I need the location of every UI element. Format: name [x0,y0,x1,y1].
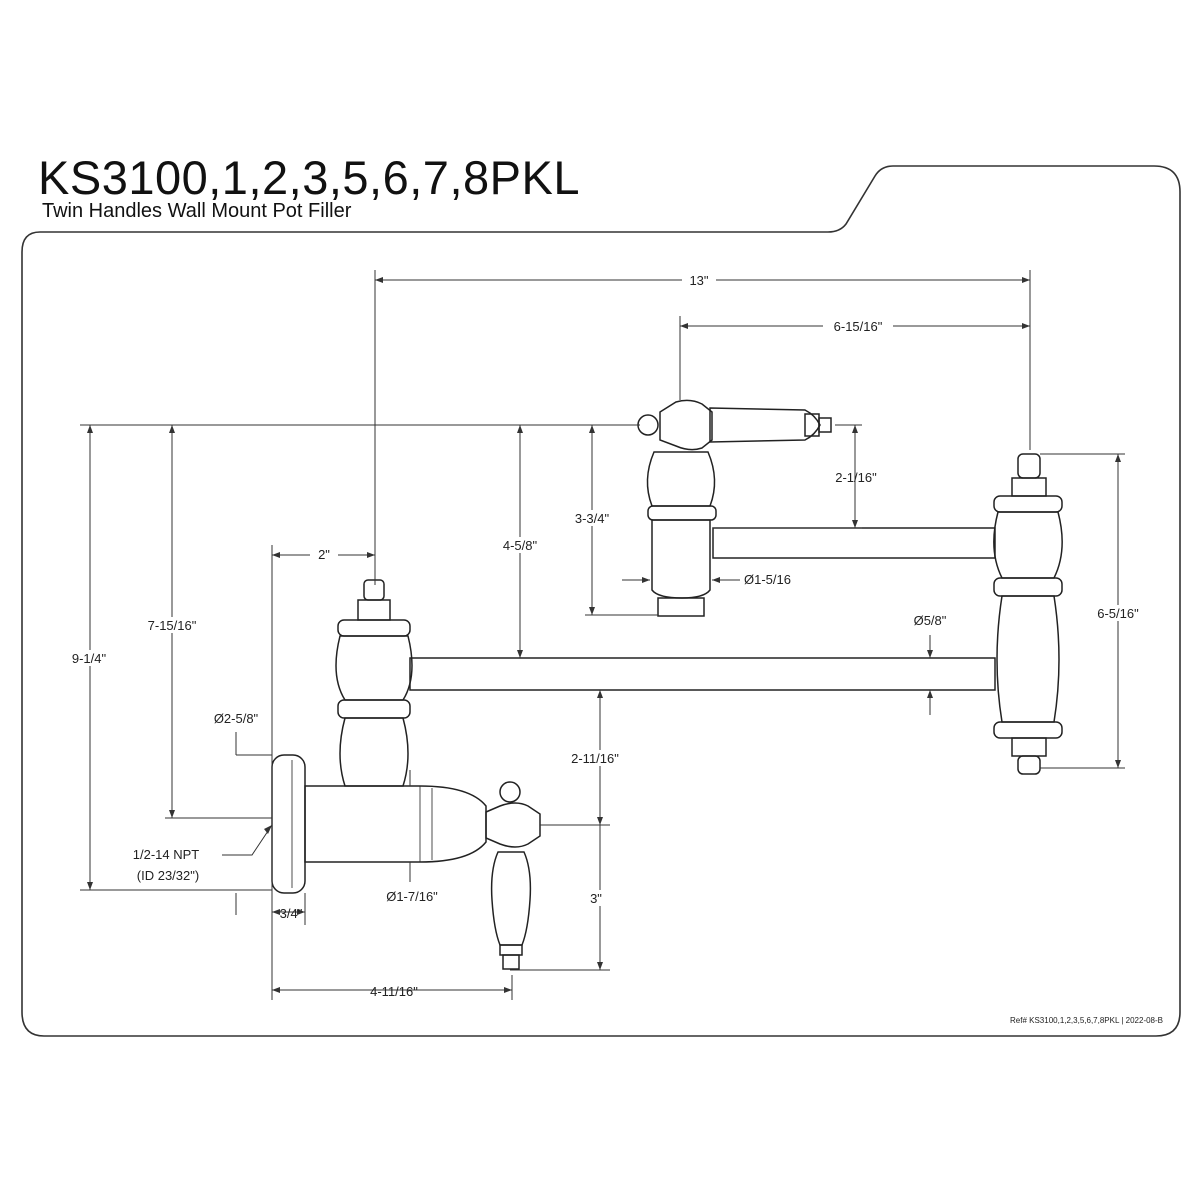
lower-handle [490,851,532,946]
dim-total-height: 9-1/4" [72,651,107,666]
arrowheads [87,277,1121,993]
dim-valve-projection: 4-11/16" [370,984,418,999]
dim-hinge-height: 7-15/16" [148,618,197,633]
reference-number: Ref# KS3100,1,2,3,5,6,7,8PKL | 2022-08-B [1010,1016,1163,1025]
swivel-finial [363,579,385,601]
dim-flange-diameter: Ø2-5/8" [214,711,259,726]
dim-valve-drop: 3" [590,891,602,906]
wall-flange [271,754,306,894]
upper-valve-body-top [646,451,716,507]
dim-inlet-id: (ID 23/32") [137,868,199,883]
dim-end-post-height: 6-5/16" [1097,606,1139,621]
model-title: KS3100,1,2,3,5,6,7,8PKL [38,151,580,204]
dim-overall-width: 13" [689,273,708,288]
dim-arm-diameter: Ø5/8" [914,613,947,628]
end-post-lower [996,595,1060,723]
dim-arm-height: 4-5/8" [503,538,538,553]
swivel-post-upper [335,635,413,701]
end-post-upper [993,511,1063,579]
lower-valve-cap [485,802,541,848]
dim-lower-gap: 2-11/16" [571,751,619,766]
dim-body-diameter: Ø1-7/16" [386,889,438,904]
faucet-outline [271,399,1063,970]
dim-upper-handle-height: 2-1/16" [835,470,877,485]
frame-border [21,165,1181,1037]
upper-handle [709,407,821,443]
dim-upper-body-height: 3-3/4" [575,511,610,526]
end-post-finial [1017,453,1041,479]
dimension-label-bg [62,272,1146,906]
upper-arm [712,527,996,559]
dim-upper-arm-width: 6-15/16" [834,319,883,334]
product-description: Twin Handles Wall Mount Pot Filler [42,200,352,222]
dim-flange-depth: 3/4" [280,906,303,921]
dim-offset-top: 2" [318,547,330,562]
inlet-body [304,785,487,863]
upper-valve-body-lower [651,519,711,599]
main-arm [409,657,996,691]
swivel-post-lower [339,717,409,787]
dim-upper-body-diameter: Ø1-5/16 [744,572,791,587]
dim-inlet-thread: 1/2-14 NPT [133,847,200,862]
upper-valve-cap [659,399,713,451]
